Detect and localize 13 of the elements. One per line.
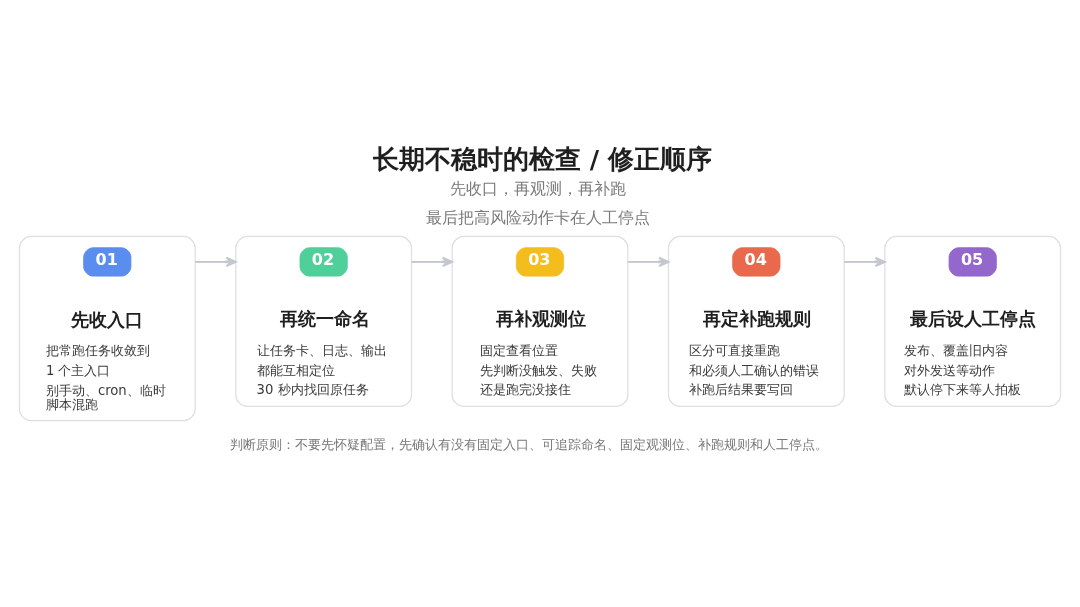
node-box: 05 (948, 247, 997, 277)
label: 判断原则：不要先怀疑配置，先确认有没有固定入口、可追踪命名、固定观测位、补跑规则和人工停点。 (230, 436, 829, 452)
arrow (843, 256, 886, 268)
label: 最后把高风险动作卡在人工停点 (425, 207, 650, 227)
node-box: 02 (299, 247, 348, 277)
node-box: 01 (83, 247, 132, 277)
arrow (410, 256, 454, 268)
node-box: 03 (515, 247, 565, 277)
diagram-title: 长期不稳时的检查 / 修正顺序 (372, 144, 712, 175)
arrow (194, 256, 237, 268)
arrow (626, 256, 670, 268)
node-box: 04 (732, 247, 781, 277)
label: 先收口，再观测，再补跑 (450, 179, 627, 199)
